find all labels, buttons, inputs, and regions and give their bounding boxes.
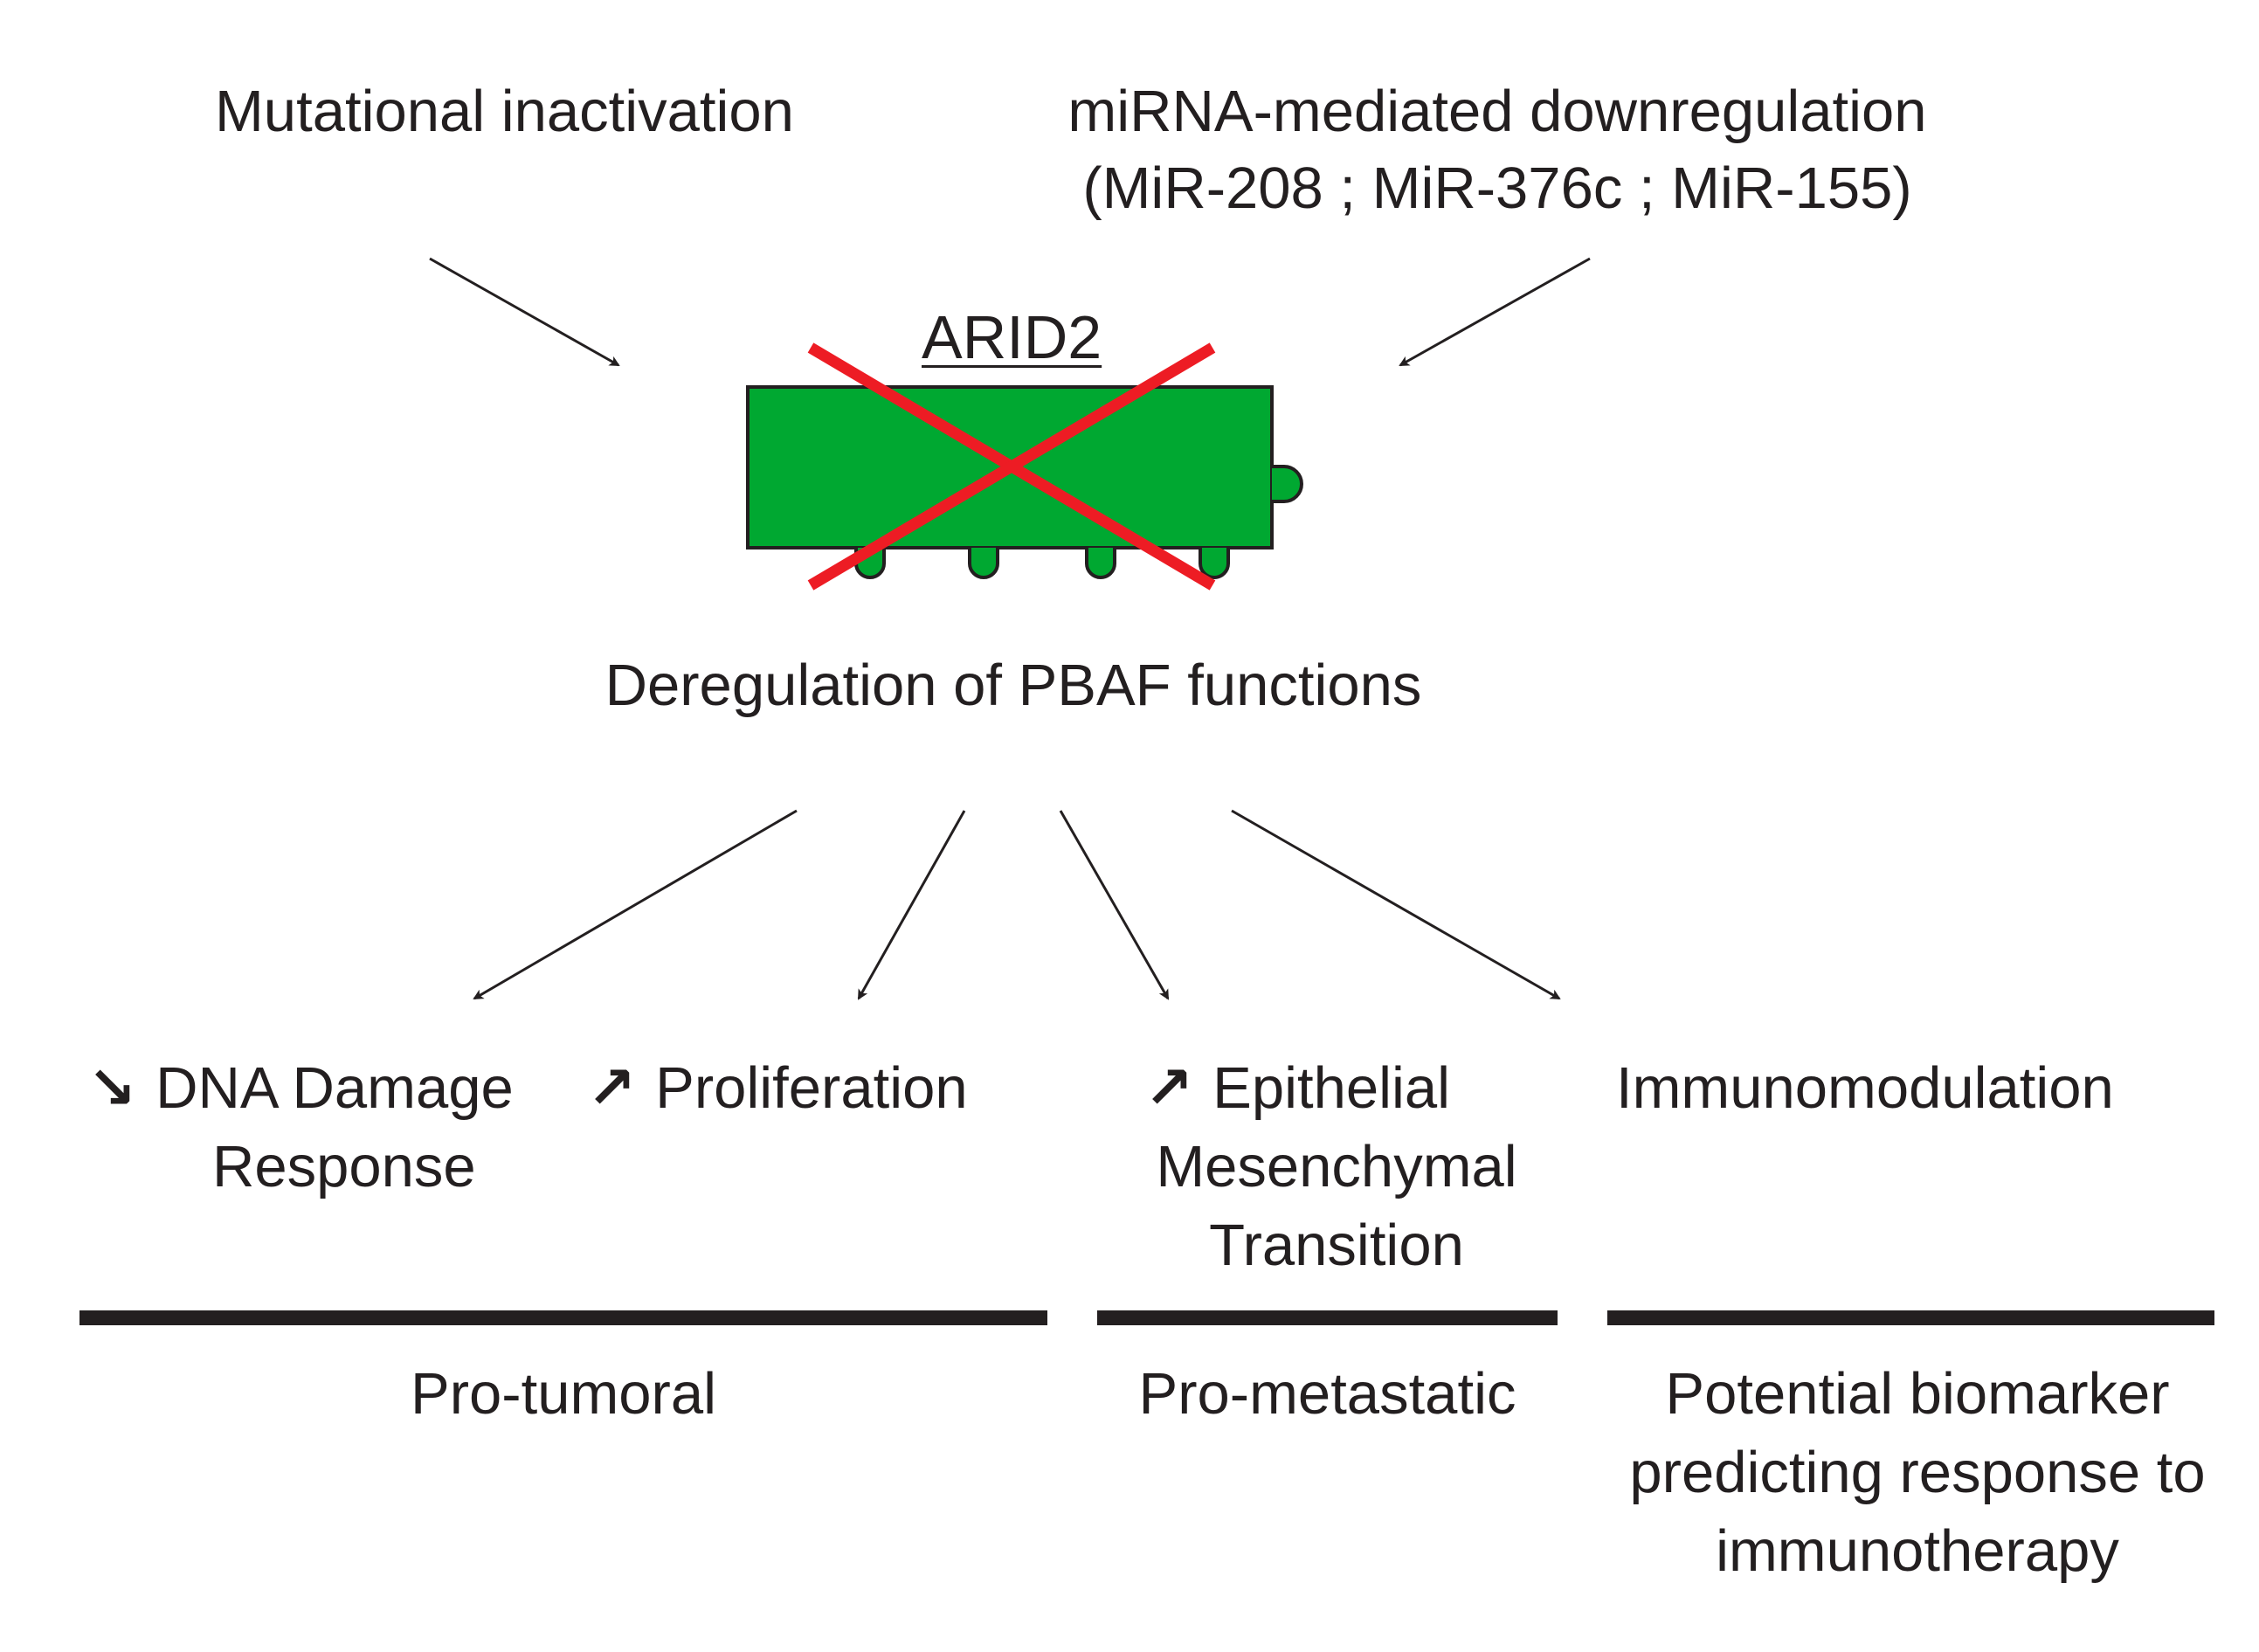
bar-pro-metastatic <box>1097 1310 1558 1325</box>
arrow-up-right-icon: ↗ <box>1144 1055 1194 1121</box>
arrow-to-proliferation <box>857 810 966 1000</box>
bar-biomarker <box>1607 1310 2214 1325</box>
effect-proliferation: ↗ Proliferation <box>587 1050 968 1127</box>
arrow-mirna-to-arid2 <box>1399 257 1591 367</box>
arid2-protein-icon <box>746 385 1303 579</box>
arrow-to-immunomodulation <box>1231 809 1561 1000</box>
arrow-to-emt <box>1059 810 1170 1000</box>
category-pro-tumoral: Pro-tumoral <box>411 1361 716 1427</box>
bar-pro-tumoral <box>79 1310 1047 1325</box>
effect-emt-line3: Transition <box>1209 1213 1464 1278</box>
deregulation-label: Deregulation of PBAF functions <box>604 653 1422 718</box>
arrow-to-ddr <box>473 809 798 1000</box>
arrow-down-right-icon: ↘ <box>87 1055 137 1121</box>
effect-ddr-line2: Response <box>212 1134 476 1199</box>
arrow-mutational-to-arid2 <box>429 257 620 367</box>
mutational-inactivation-label: Mutational inactivation <box>215 79 794 144</box>
mirna-downregulation-label: miRNA-mediated downregulation <box>1067 79 1927 144</box>
effect-immunomodulation: Immunomodulation <box>1616 1055 2114 1121</box>
category-biomarker-line2: predicting response to <box>1629 1440 2206 1505</box>
gene-name-arid2: ARID2 <box>922 303 1102 371</box>
category-pro-metastatic: Pro-metastatic <box>1138 1361 1516 1427</box>
effect-emt-line2: Mesenchymal <box>1156 1134 1517 1199</box>
red-cross-icon <box>807 342 1216 591</box>
ddr-line1: DNA Damage <box>155 1055 514 1121</box>
arrow-up-right-icon: ↗ <box>587 1055 637 1121</box>
category-biomarker-line3: immunotherapy <box>1716 1518 2119 1584</box>
proliferation-label: Proliferation <box>655 1055 968 1121</box>
mirna-list-label: (MiR-208 ; MiR-376c ; MiR-155) <box>1082 156 1912 221</box>
effect-emt: ↗ Epithelial <box>1144 1050 1450 1127</box>
category-biomarker-line1: Potential biomarker <box>1665 1361 2170 1427</box>
emt-line1: Epithelial <box>1212 1055 1451 1121</box>
effect-ddr: ↘ DNA Damage <box>87 1050 514 1127</box>
